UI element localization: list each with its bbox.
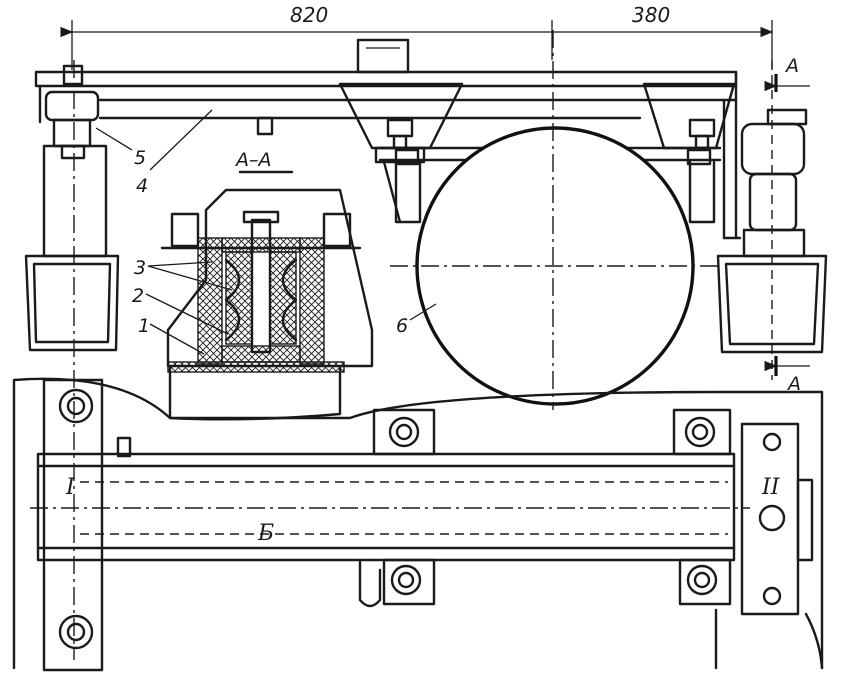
upper-frame bbox=[34, 38, 742, 240]
section-mark-top: А bbox=[764, 55, 810, 92]
callout-label-2: 2 bbox=[132, 285, 144, 307]
callout-2: 2 bbox=[132, 285, 229, 335]
callout-label-1: 1 bbox=[138, 315, 150, 337]
callout-5: 5 bbox=[95, 127, 146, 169]
section-detail: А–А bbox=[160, 149, 374, 421]
lower-frame bbox=[12, 377, 824, 672]
callout-label-4: 4 bbox=[136, 175, 148, 197]
callout-4: 4 bbox=[136, 109, 213, 197]
beam-mark-label: Б bbox=[257, 521, 274, 546]
roman-label-right: II bbox=[761, 475, 781, 500]
dimension-label-right: 380 bbox=[632, 3, 670, 27]
left-damper bbox=[24, 60, 120, 660]
callout-1: 1 bbox=[138, 315, 205, 355]
section-mark-bottom-label: А bbox=[786, 373, 801, 395]
roman-label-left: I bbox=[65, 475, 76, 500]
right-damper bbox=[716, 60, 828, 380]
callout-3: 3 bbox=[134, 257, 233, 291]
section-mark-top-label: А bbox=[784, 55, 799, 77]
section-mark-bottom: А bbox=[764, 356, 810, 395]
callout-6: 6 bbox=[396, 303, 437, 337]
callout-label-6: 6 bbox=[396, 315, 408, 337]
bolt-group bbox=[386, 118, 716, 166]
section-title: А–А bbox=[234, 149, 272, 171]
drum-circle bbox=[390, 30, 720, 410]
dimension-line: 820 380 bbox=[60, 3, 774, 70]
hopper-right bbox=[642, 82, 736, 224]
callout-label-5: 5 bbox=[134, 147, 146, 169]
dimension-label-left: 820 bbox=[290, 3, 328, 27]
callout-label-3: 3 bbox=[134, 257, 146, 279]
